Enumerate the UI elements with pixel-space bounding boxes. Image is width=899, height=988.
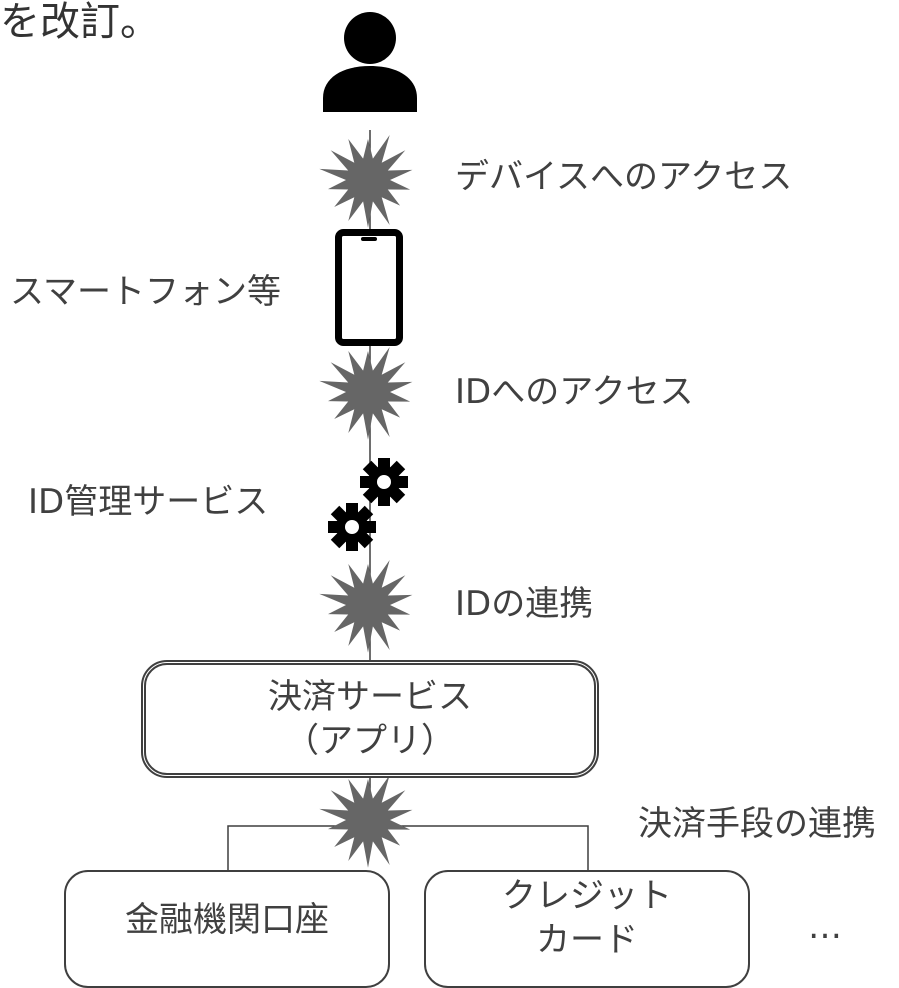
payment-service-line2: （アプリ） (285, 721, 455, 761)
label-id-management: ID管理サービス (28, 482, 269, 522)
burst-icon-id-access (319, 347, 413, 440)
payment-service-line1: 決済サービス (268, 676, 472, 717)
branch-connector (227, 825, 589, 870)
label-id-linkage: IDの連携 (455, 584, 594, 624)
burst-icon-device (319, 135, 413, 228)
credit-card-line2: カード (536, 920, 638, 960)
bank-account-box: 金融機関口座 (64, 870, 390, 988)
label-payment-method-linkage: 決済手段の連携 (638, 804, 876, 844)
label-id-access: IDへのアクセス (455, 372, 694, 412)
burst-icon-id-linkage (319, 560, 413, 653)
label-smartphone: スマートフォン等 (10, 272, 281, 312)
heading-fragment: を改訂。 (0, 0, 160, 45)
burst-icon-payment-linkage (319, 775, 413, 868)
payment-service-box: 決済サービス （アプリ） (141, 660, 599, 778)
gears-icon (328, 458, 408, 551)
bank-account-label: 金融機関口座 (125, 899, 329, 940)
credit-card-line1: クレジット (502, 875, 672, 916)
ellipsis: … (808, 907, 842, 947)
smartphone-icon (335, 229, 403, 346)
person-icon (323, 12, 417, 112)
credit-card-box: クレジット カード (424, 870, 750, 988)
label-device-access: デバイスへのアクセス (455, 157, 793, 197)
